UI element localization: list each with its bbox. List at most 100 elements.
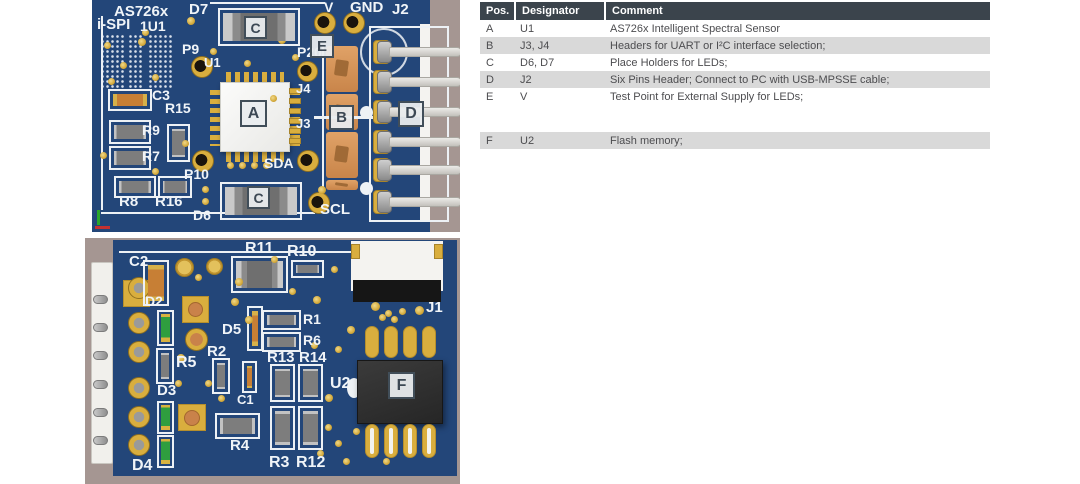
header-pin [93,351,108,360]
silk-edge-top [210,2,325,4]
cell-designator: J3, J4 [520,39,550,52]
silk-label: R6 [303,332,321,348]
solder-dot [202,186,209,193]
solder-dot [120,62,127,69]
gold-pad [175,258,194,277]
cell-pos: C [486,56,494,69]
solder-dot [177,354,185,362]
jumper-pad [289,118,301,124]
cell-designator: U1 [520,22,535,35]
resistor-R8 [114,176,156,198]
resistor-R11 [231,256,288,293]
silk-label: SCL [320,201,350,218]
header-pin [93,380,108,389]
copper-hole [185,328,208,351]
pcb-front-photo: AS726xD7i-SPI1U1P9U1P20VGNDJ2J4J3C3R15R9… [92,0,460,232]
resistor-R9 [109,120,151,144]
solder-dot [347,326,355,334]
silk-label: C3 [152,87,170,103]
resistor-R2 [212,358,230,394]
solder-dot [311,342,318,349]
solder-dot [152,168,159,175]
jumper-pad [289,128,301,134]
column-header: Comment [604,2,990,20]
silk-label: U1 [204,55,221,70]
silk-label: SDA [264,155,294,171]
ic-pins-top [226,72,284,82]
resistor-R4 [215,413,260,439]
cell-designator: V [520,90,528,103]
capacitor-C3 [108,89,152,111]
cell-comment: Place Holders for LEDs; [610,56,728,69]
silk-label: C1 [237,392,254,407]
solder-dot [187,17,195,25]
header-pin [93,323,108,332]
logo-dot-matrix [128,34,144,88]
silk-label: 1U1 [140,18,166,34]
silk-label: GND [350,0,384,16]
solder-dot [379,314,386,321]
silk-label: J3 [296,116,311,131]
ffc-pad [434,244,443,259]
solder-dot [195,274,202,281]
marker-A: A [240,100,267,127]
header-pin [389,165,460,175]
resistor-R14 [298,364,323,402]
solder-dot [270,95,277,102]
solder-dot [385,310,392,317]
solder-dot [142,29,149,36]
silk-label: R15 [165,100,191,116]
through-hole-pin [128,312,150,334]
ic-pins-left [210,90,220,146]
resistor-R7 [109,146,151,170]
header-pin [389,197,460,207]
solder-dot [331,266,338,273]
column-header: Pos. [486,5,510,17]
flash-pad [403,326,417,358]
axis-gizmo-y [97,210,100,225]
ic-pins-bottom [226,152,284,162]
solder-dot [415,306,424,315]
header-pin [93,295,108,304]
table-row-spacer [480,105,990,132]
silk-label: D4 [132,457,153,474]
solder-dot [100,152,107,159]
solder-dot [244,60,251,67]
silk-label: R2 [207,343,227,360]
column-header: Designator [514,2,604,20]
silk-label: AS726x [114,3,169,20]
solder-dot [235,278,243,286]
solder-dot [104,42,111,49]
axis-gizmo-x [95,226,110,229]
solder-dot [391,316,398,323]
silk-label: D6 [193,207,211,223]
flash-pad [365,424,379,458]
header-plastic [420,24,430,222]
cell-pos: A [486,22,494,35]
resistor-R10 [291,260,324,278]
solder-dot [182,140,189,147]
solder-dot [108,78,115,85]
resistor-R13 [270,364,295,402]
resistor-R6 [262,332,301,352]
testpoint-P10 [192,150,214,172]
marker-B: B [329,105,354,130]
mount-hole [184,410,200,426]
silk-label: J2 [392,1,409,18]
solder-dot [343,458,350,465]
solder-dot [317,450,324,457]
cell-pos: E [486,90,494,103]
solder-dot [152,74,159,81]
solder-dot [251,162,258,169]
testpoint-SDA [297,150,319,172]
through-hole-pin [128,341,150,363]
header-pin [389,47,460,57]
marker-C: C [247,186,270,209]
